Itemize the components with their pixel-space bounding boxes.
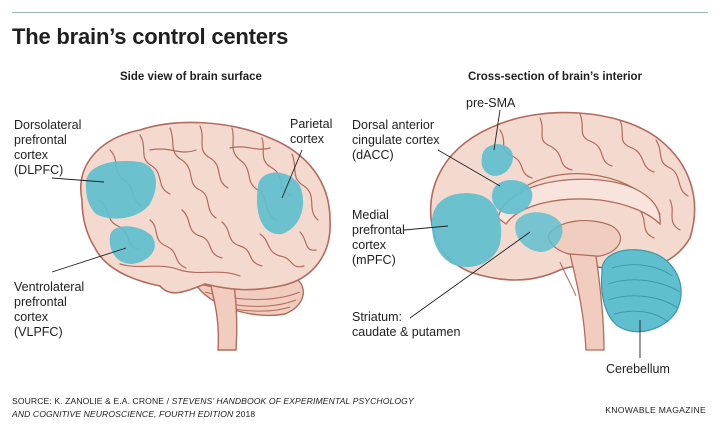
parietal-region bbox=[257, 172, 304, 235]
page-title: The brain’s control centers bbox=[12, 24, 289, 49]
presma-region bbox=[481, 144, 513, 176]
vlpfc-leader bbox=[51, 247, 127, 273]
parietal-label: Parietal cortex bbox=[290, 117, 333, 146]
corpus-callosum bbox=[497, 178, 661, 226]
left-panel-heading: Side view of brain surface bbox=[120, 71, 262, 83]
presma-leader bbox=[493, 109, 501, 151]
side-view-brainstem bbox=[209, 281, 238, 351]
dlpfc-leader bbox=[51, 177, 105, 183]
cross-section-brain bbox=[403, 109, 696, 358]
mpfc-region bbox=[431, 193, 502, 268]
source-credit: SOURCE: K. ZANOLIE & E.A. CRONE / STEVEN… bbox=[12, 395, 414, 420]
source-prefix: SOURCE: K. ZANOLIE & E.A. CRONE / bbox=[12, 396, 172, 406]
cerebellum-region bbox=[600, 249, 682, 333]
mpfc-label: Medial prefrontal cortex (mPFC) bbox=[352, 208, 405, 267]
cross-section-brainstem bbox=[569, 253, 605, 351]
source-title-line1: STEVENS’ HANDBOOK OF EXPERIMENTAL PSYCHO… bbox=[171, 396, 414, 406]
vlpfc-label: Ventrolateral prefrontal cortex (VLPFC) bbox=[14, 280, 85, 339]
vlpfc-region bbox=[109, 226, 155, 264]
cerebellum-label: Cerebellum bbox=[606, 362, 670, 376]
title-rule bbox=[12, 12, 708, 13]
parietal-leader bbox=[281, 149, 303, 199]
mpfc-leader bbox=[403, 225, 449, 231]
publisher-brand: KNOWABLE MAGAZINE bbox=[605, 405, 706, 415]
source-year: 2018 bbox=[233, 408, 256, 419]
dacc-region bbox=[492, 180, 533, 215]
dlpfc-region bbox=[85, 161, 156, 219]
striatum-label: Striatum: caudate & putamen bbox=[352, 310, 461, 339]
source-title-line2: AND COGNITIVE NEUROSCIENCE, FOURTH EDITI… bbox=[12, 408, 234, 419]
striatum-leader bbox=[409, 231, 531, 319]
dacc-label: Dorsal anterior cingulate cortex (dACC) bbox=[352, 118, 440, 162]
presma-label: pre-SMA bbox=[466, 96, 516, 110]
right-panel-heading: Cross-section of brain’s interior bbox=[468, 71, 643, 83]
dacc-leader bbox=[437, 149, 501, 187]
side-view-brain bbox=[51, 121, 331, 351]
dlpfc-label: Dorsolateral prefrontal cortex (DLPFC) bbox=[14, 118, 82, 177]
thalamus bbox=[547, 219, 622, 258]
striatum-region bbox=[515, 212, 563, 252]
